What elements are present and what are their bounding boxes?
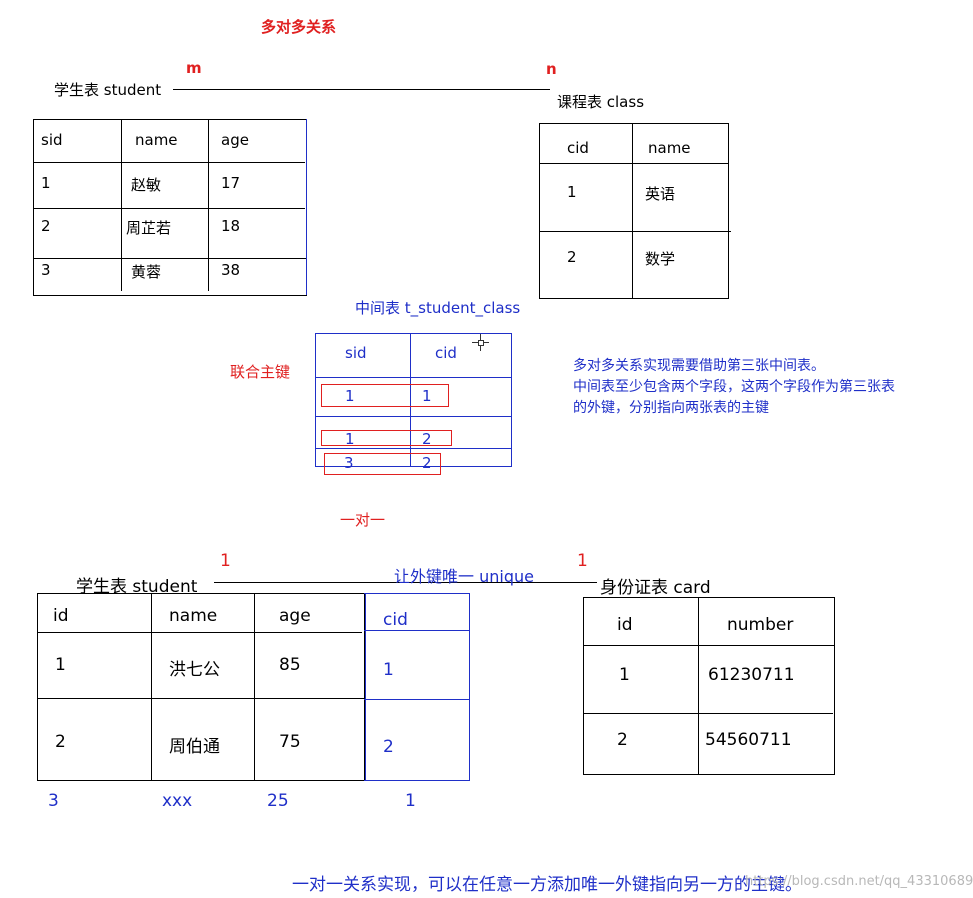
table-cell: 黄蓉	[131, 263, 162, 281]
extra-row-cell: 3	[48, 791, 59, 811]
table-cell: 1	[41, 174, 51, 192]
composite-key-label: 联合主键	[230, 363, 291, 381]
table-cell: 2	[41, 217, 51, 235]
student-table-label: 学生表 student	[54, 81, 162, 99]
table-cell: 1	[567, 183, 577, 201]
composite-key-highlight	[321, 430, 452, 446]
many-to-many-title: 多对多关系	[261, 18, 337, 36]
card-table-label: 身份证表 card	[600, 578, 711, 598]
table-cell: 17	[221, 174, 241, 192]
table-cell: 1	[383, 660, 394, 680]
unique-foreign-key-label: 让外键唯一 unique	[394, 567, 534, 586]
middle-table-label: 中间表 t_student_class	[355, 299, 521, 317]
multiplicity-left: 1	[220, 551, 231, 571]
header-cell: age	[221, 131, 249, 149]
table-cell: 3	[344, 454, 354, 472]
table-cell: 英语	[645, 185, 676, 203]
header-cell: name	[169, 606, 218, 626]
multiplicity-n: n	[546, 60, 557, 78]
header-cell: number	[727, 615, 794, 635]
one-to-one-title: 一对一	[340, 511, 386, 529]
multiplicity-m: m	[186, 59, 202, 77]
table-cell: 1	[55, 655, 66, 675]
note-line: 的外键，分别指向两张表的主键	[573, 400, 769, 416]
extra-row-cell: 25	[267, 791, 289, 811]
table-cell: 2	[567, 248, 577, 266]
header-cell: sid	[41, 131, 63, 149]
table-cell: 18	[221, 217, 241, 235]
extra-row-cell: 1	[405, 791, 416, 811]
composite-key-highlight	[321, 384, 449, 407]
header-cell: age	[279, 606, 311, 626]
one-to-one-note: 一对一关系实现，可以在任意一方添加唯一外键指向另一方的主键。	[292, 875, 802, 895]
watermark: https://blog.csdn.net/qq_43310689	[745, 874, 973, 889]
note-line: 中间表至少包含两个字段，这两个字段作为第三张表	[573, 379, 895, 395]
extra-row-cell: xxx	[162, 791, 193, 811]
header-cell: name	[648, 139, 691, 157]
table-cell: 2	[383, 737, 394, 757]
class-table-label: 课程表 class	[557, 93, 645, 111]
header-cell: id	[53, 606, 69, 626]
table-cell: 38	[221, 261, 241, 279]
table-cell: 周芷若	[126, 219, 172, 237]
note-line: 多对多关系实现需要借助第三张中间表。	[573, 358, 825, 374]
table-cell: 1	[619, 665, 630, 685]
table-cell: 1	[345, 430, 355, 448]
multiplicity-right: 1	[577, 551, 588, 571]
header-cell: cid	[567, 139, 589, 157]
many-to-many-note: 多对多关系实现需要借助第三张中间表。 中间表至少包含两个字段，这两个字段作为第三…	[573, 356, 895, 419]
table-cell: 1	[345, 387, 355, 405]
table-cell: 洪七公	[169, 660, 220, 680]
header-cell: id	[617, 615, 633, 635]
table-cell: 1	[422, 387, 432, 405]
table-cell: 2	[422, 454, 432, 472]
table-cell: 2	[55, 732, 66, 752]
relation-line-1-1	[214, 582, 597, 583]
header-cell: cid	[383, 610, 408, 630]
table-cell: 2	[422, 430, 432, 448]
cursor-crosshair-icon	[472, 334, 489, 351]
table-cell: 3	[41, 261, 51, 279]
table-cell: 75	[279, 732, 301, 752]
header-cell: name	[135, 131, 178, 149]
header-cell: sid	[345, 344, 367, 362]
table-cell: 赵敏	[131, 176, 162, 194]
table-cell: 2	[617, 730, 628, 750]
table-cell: 周伯通	[169, 737, 220, 757]
student-table-label-1to1: 学生表 student	[76, 577, 198, 597]
table-cell: 61230711	[708, 665, 795, 685]
relation-line-m-n	[173, 89, 550, 90]
table-cell: 数学	[645, 250, 676, 268]
table-cell: 54560711	[705, 730, 792, 750]
header-cell: cid	[435, 344, 457, 362]
table-cell: 85	[279, 655, 301, 675]
composite-key-highlight	[324, 453, 441, 475]
